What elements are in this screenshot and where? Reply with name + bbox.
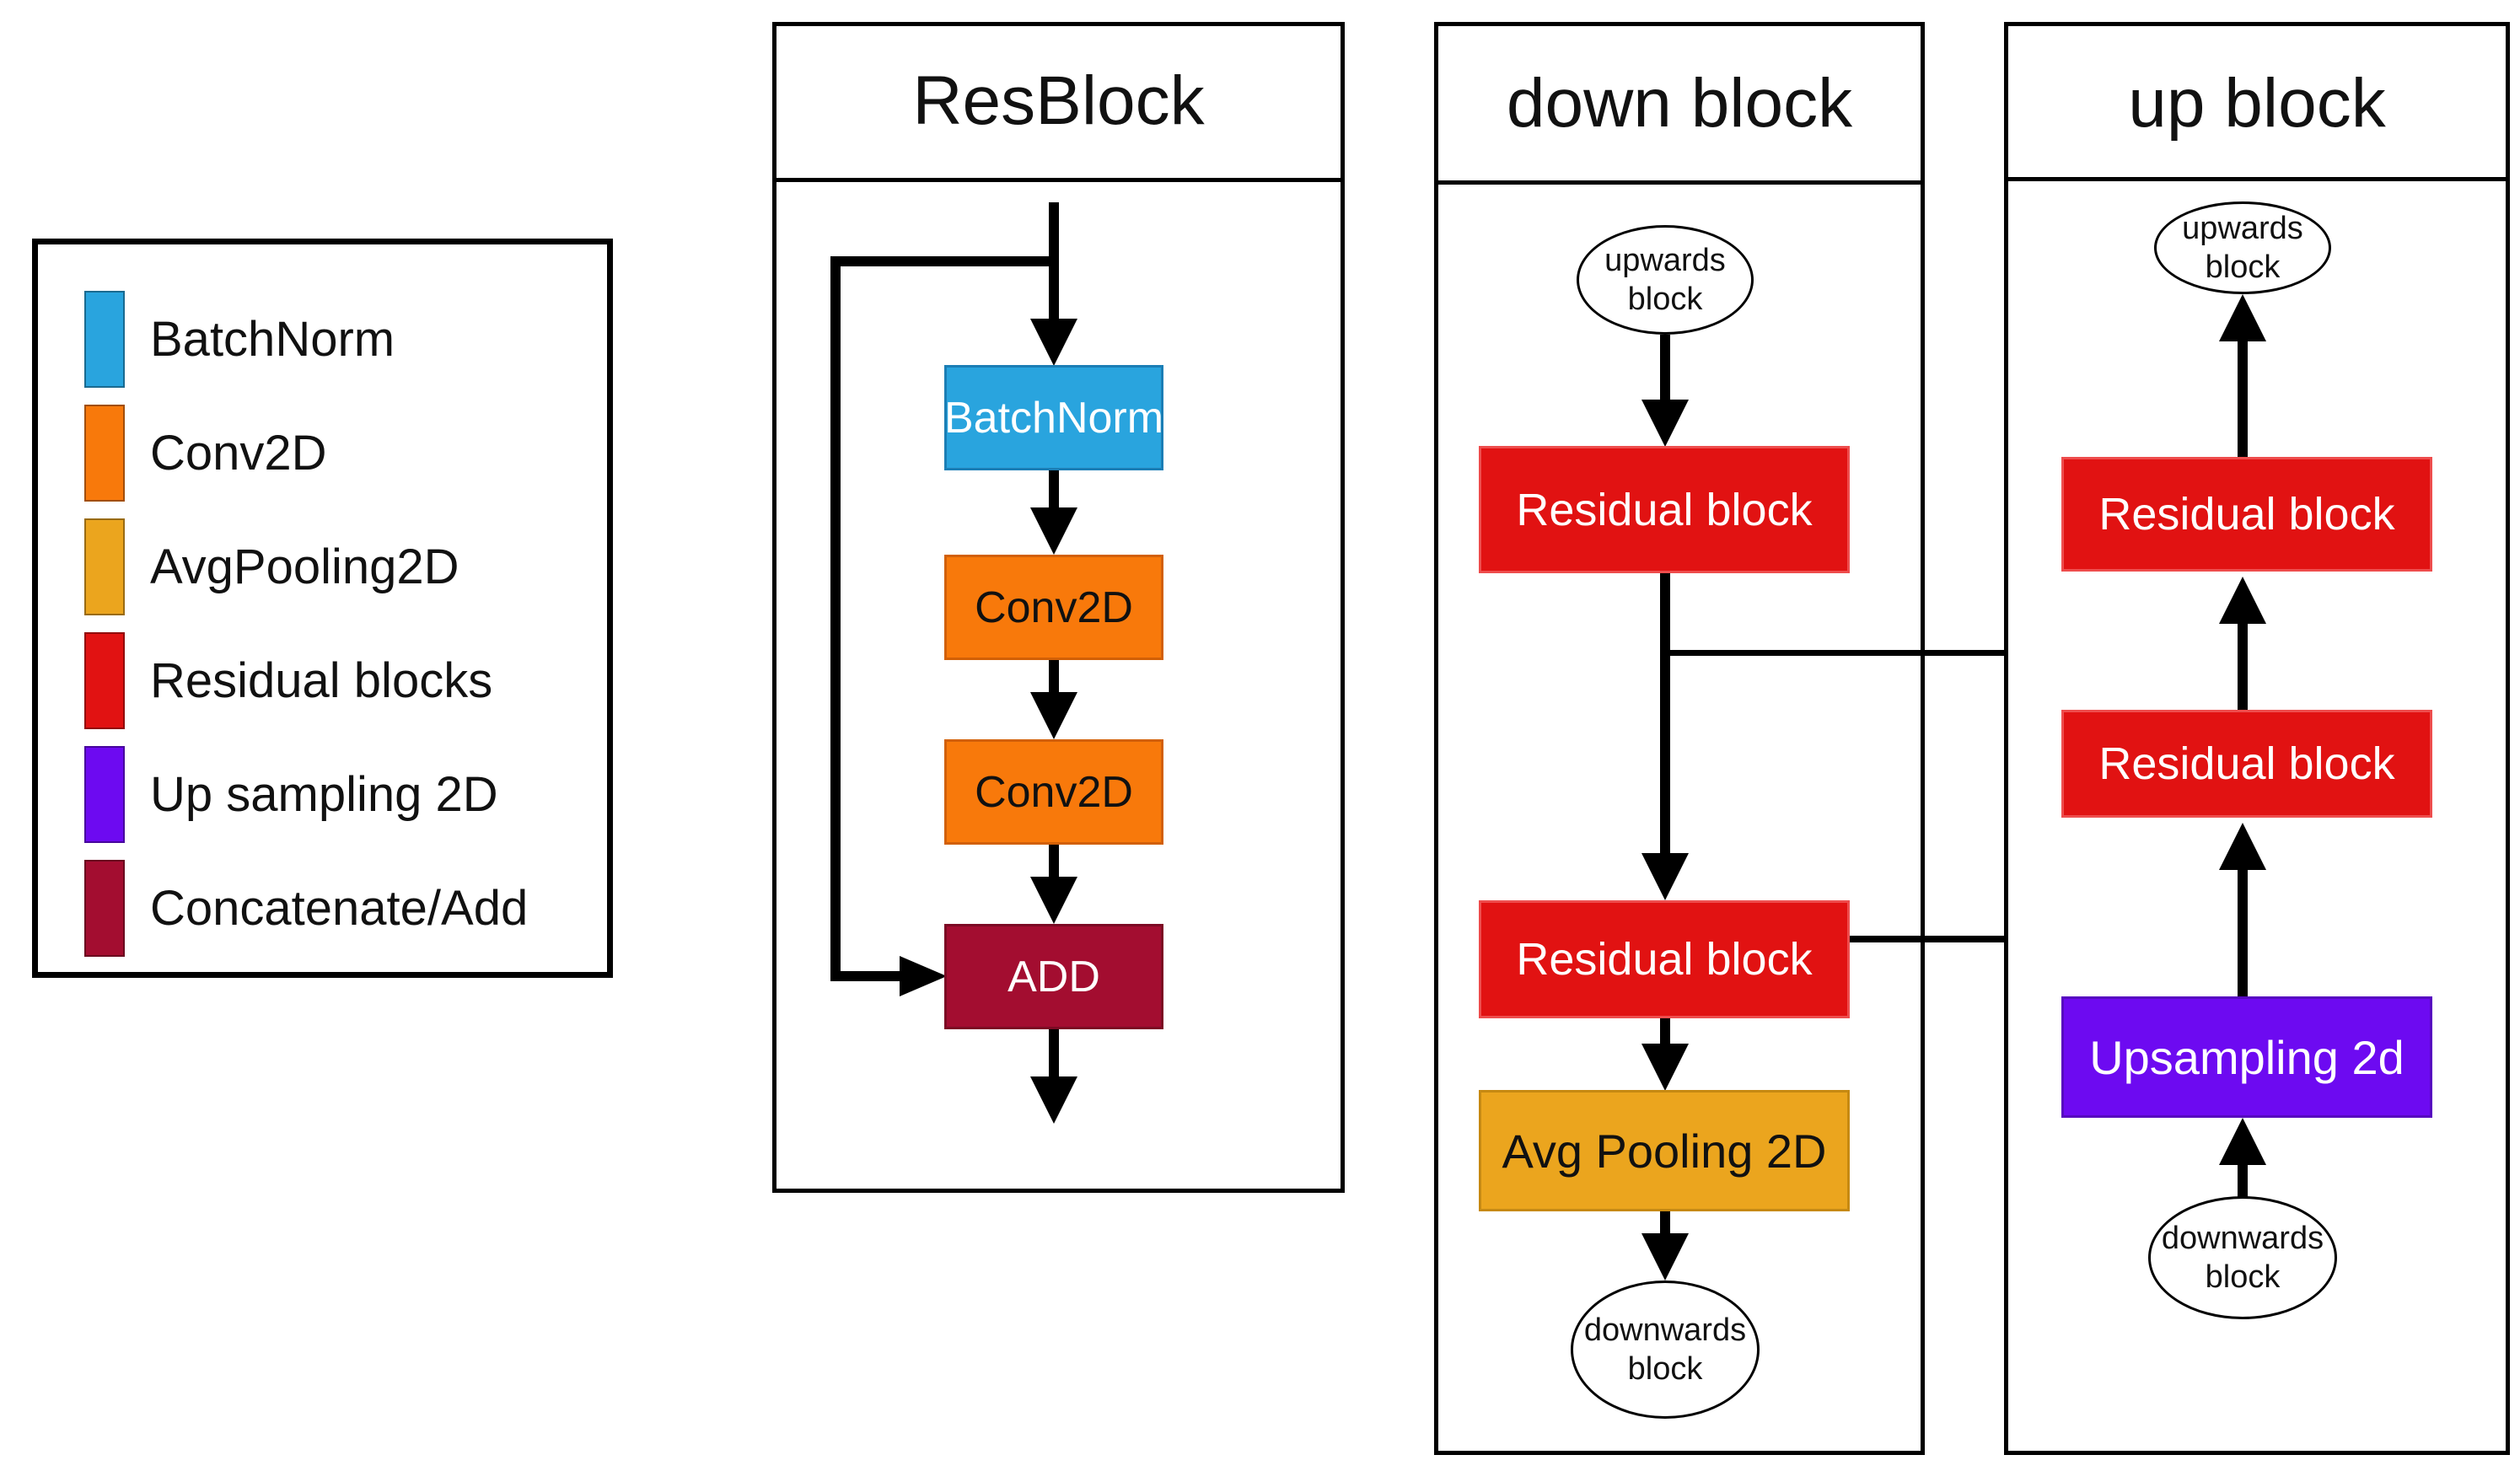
up-input-ellipse-line2: block — [2205, 1259, 2281, 1295]
up-upsampling-node: Upsampling 2d — [2061, 996, 2432, 1118]
resblock-arrow1-arrowhead — [1030, 507, 1077, 555]
legend-label-upsampling: Up sampling 2D — [150, 767, 498, 822]
resblock-panel-title: ResBlock — [912, 62, 1205, 139]
resblock-batchnorm-node: BatchNorm — [944, 365, 1163, 470]
resblock-arrow3-line — [1049, 845, 1059, 878]
down-avgpooling-node: Avg Pooling 2D — [1479, 1090, 1850, 1211]
resblock-header-divider — [772, 178, 1345, 182]
up-entry-line — [2238, 1165, 2248, 1197]
up-residual-node-2: Residual block — [2061, 710, 2432, 818]
resblock-exit-line — [1049, 1029, 1059, 1076]
down-arrow2-arrowhead — [1641, 1044, 1689, 1091]
legend-label-concatenate: Concatenate/Add — [150, 881, 529, 936]
down-arrow3-arrowhead — [1641, 1233, 1689, 1280]
up-riser2-line — [2238, 870, 2248, 996]
down-input-ellipse-line1: upwards — [1604, 243, 1726, 278]
down-input-ellipse-line2: block — [1627, 282, 1703, 317]
down-block-output-ellipse: downwards block — [1571, 1280, 1760, 1419]
up-riser1-line — [2238, 624, 2248, 710]
legend-swatch-concatenate — [84, 860, 125, 957]
legend-swatch-upsampling — [84, 746, 125, 843]
up-riser1-arrowhead — [2219, 577, 2266, 624]
up-block-panel-title: up block — [2128, 64, 2386, 142]
legend-swatch-avgpooling — [84, 518, 125, 615]
resblock-skip-bottom-line — [830, 971, 900, 981]
resblock-conv2d-node-2: Conv2D — [944, 739, 1163, 845]
down-output-ellipse-line1: downwards — [1583, 1313, 1747, 1348]
resblock-arrow2-arrowhead — [1030, 692, 1077, 739]
up-block-header-divider — [2004, 177, 2510, 181]
down-arrow1-arrowhead — [1641, 400, 1689, 447]
legend-swatch-batchnorm — [84, 291, 125, 388]
resblock-arrow3-arrowhead — [1030, 877, 1077, 924]
up-exit-line — [2238, 341, 2248, 457]
down-output-ellipse-line2: block — [1627, 1351, 1703, 1387]
down-residual-node-1: Residual block — [1479, 446, 1850, 573]
down-block-input-ellipse: upwards block — [1577, 225, 1754, 335]
up-input-ellipse-line1: downwards — [2161, 1221, 2324, 1256]
up-entry-arrowhead — [2219, 1118, 2266, 1165]
down-residual-node-2: Residual block — [1479, 900, 1850, 1018]
resblock-entry-arrowhead — [1030, 319, 1077, 366]
resblock-arrow2-line — [1049, 660, 1059, 694]
down-arrow2-line — [1660, 1018, 1670, 1045]
resblock-arrow1-line — [1049, 470, 1059, 511]
resblock-add-node: ADD — [944, 924, 1163, 1029]
legend-label-avgpooling: AvgPooling2D — [150, 540, 459, 594]
down-arrow1-line — [1660, 335, 1670, 400]
down-riser-arrowhead — [1641, 853, 1689, 900]
legend-swatch-residual — [84, 632, 125, 729]
legend-swatch-conv2d — [84, 405, 125, 502]
down-riser-line — [1660, 573, 1670, 855]
up-block-input-ellipse: downwards block — [2148, 1196, 2337, 1319]
up-output-ellipse-line1: upwards — [2182, 211, 2303, 246]
up-riser2-arrowhead — [2219, 823, 2266, 870]
legend-label-batchnorm: BatchNorm — [150, 312, 395, 367]
down-block-panel-title: down block — [1506, 64, 1853, 142]
up-exit-arrowhead — [2219, 294, 2266, 341]
resblock-exit-arrowhead — [1030, 1076, 1077, 1124]
resblock-skip-top-line — [830, 256, 1059, 266]
resblock-conv2d-node-1: Conv2D — [944, 555, 1163, 660]
legend-label-conv2d: Conv2D — [150, 426, 327, 480]
legend-label-residual: Residual blocks — [150, 653, 493, 708]
resblock-skip-arrowhead — [900, 956, 947, 996]
up-residual-node-1: Residual block — [2061, 457, 2432, 572]
down-block-header-divider — [1434, 180, 1925, 185]
up-block-output-ellipse: upwards block — [2154, 201, 2331, 294]
skip1-horizontal-line — [1660, 650, 2190, 656]
down-arrow3-line — [1660, 1211, 1670, 1235]
legend-box — [32, 239, 613, 978]
resblock-skip-vertical-line — [830, 256, 841, 981]
up-output-ellipse-line2: block — [2205, 250, 2281, 285]
